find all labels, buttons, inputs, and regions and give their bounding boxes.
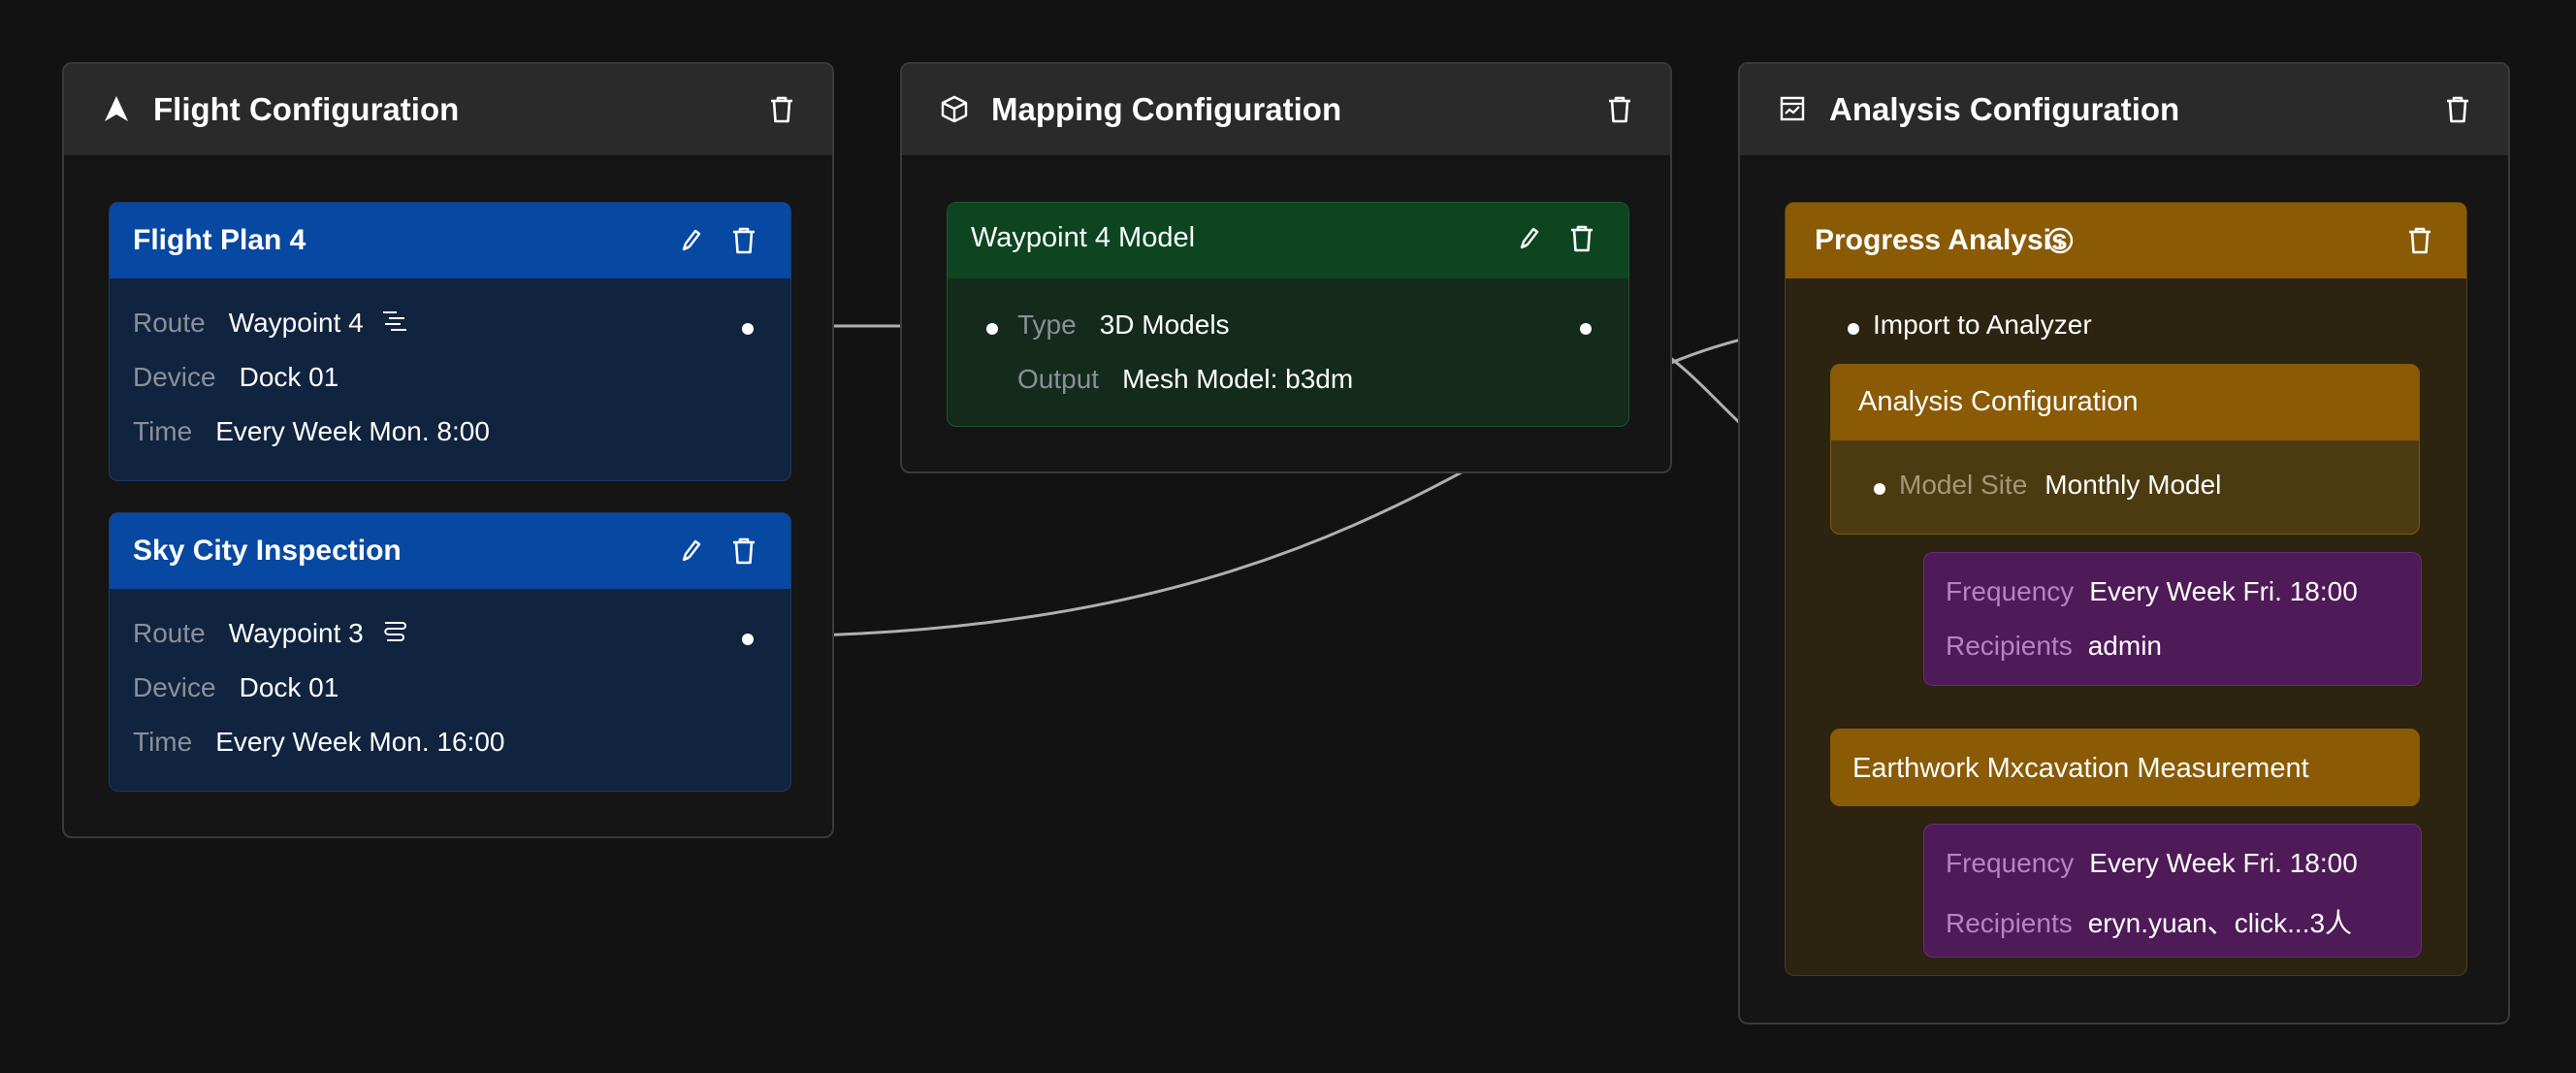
delete-card-button[interactable] [730, 226, 757, 255]
card-title: Earthwork Mxcavation Measurement [1852, 753, 2309, 784]
input-port[interactable] [986, 323, 998, 335]
input-port[interactable] [1874, 483, 1885, 495]
panel-header: Mapping Configuration [902, 64, 1670, 155]
panel-header: Analysis Configuration [1740, 64, 2508, 155]
edit-icon[interactable] [678, 538, 703, 564]
output-port[interactable] [1580, 323, 1592, 335]
delete-panel-button[interactable] [1606, 95, 1633, 124]
import-to-analyzer-row: Import to Analyzer [1873, 309, 2092, 340]
edit-icon[interactable] [678, 228, 703, 253]
panel-title: Analysis Configuration [1829, 91, 2180, 127]
delete-panel-button[interactable] [768, 95, 795, 124]
panel-title: Mapping Configuration [991, 91, 1342, 127]
input-port[interactable] [1848, 323, 1859, 335]
delete-card-button[interactable] [2406, 226, 2433, 255]
card-header: Analysis Configuration [1831, 365, 2419, 440]
card-title: Waypoint 4 Model [971, 222, 1196, 253]
chart-window-icon [1777, 93, 1808, 124]
panel-header: Flight Configuration [64, 64, 832, 155]
flight-configuration-panel: Flight Configuration Flight Plan 4 Route… [62, 62, 834, 838]
card-title: Progress Analysis [1815, 224, 2068, 256]
card-title: Flight Plan 4 [133, 224, 306, 256]
card-title: Sky City Inspection [133, 535, 402, 567]
delete-panel-button[interactable] [2444, 95, 2471, 124]
card-header: Flight Plan 4 [110, 203, 790, 278]
info-icon[interactable] [2045, 226, 2075, 260]
route-icon [381, 619, 408, 651]
navigation-arrow-icon [101, 93, 132, 124]
card-header: Sky City Inspection [110, 513, 790, 589]
route-icon [381, 309, 408, 341]
mapping-configuration-panel: Mapping Configuration Waypoint 4 Model T… [900, 62, 1672, 473]
output-port[interactable] [742, 634, 754, 645]
earthwork-measurement-card[interactable]: Earthwork Mxcavation Measurement [1830, 729, 2420, 806]
panel-title: Flight Configuration [153, 91, 460, 127]
card-header: Waypoint 4 Model [948, 203, 1628, 278]
delete-card-button[interactable] [1568, 224, 1595, 253]
edit-icon[interactable] [1516, 226, 1541, 251]
analysis-configuration-panel: Analysis Configuration Progress Analysis… [1738, 62, 2510, 1024]
delete-card-button[interactable] [730, 536, 757, 566]
output-port[interactable] [742, 323, 754, 335]
cube-icon [939, 93, 970, 124]
card-title: Analysis Configuration [1858, 386, 2139, 417]
progress-analysis-card[interactable]: Progress Analysis Import to Analyzer Ana… [1785, 202, 2467, 976]
card-header: Progress Analysis [1786, 203, 2466, 278]
